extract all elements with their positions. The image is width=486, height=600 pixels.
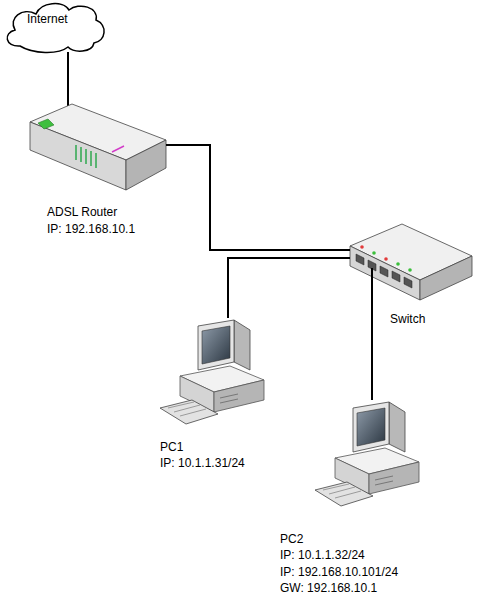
switch-port bbox=[356, 254, 364, 265]
node-label: PC1 bbox=[160, 440, 183, 454]
router-side bbox=[126, 140, 166, 190]
network-switch: Switch bbox=[350, 222, 472, 302]
network-cable bbox=[67, 52, 69, 104]
router-led bbox=[90, 151, 92, 166]
router-front bbox=[30, 122, 126, 190]
switch-side bbox=[420, 256, 472, 300]
switch-port bbox=[392, 271, 400, 282]
switch-front bbox=[350, 246, 420, 300]
node-label: IP: 192.168.10.101/24 bbox=[280, 565, 398, 579]
internet-cloud-shape bbox=[7, 4, 104, 53]
network-cable bbox=[228, 258, 350, 318]
node-label: GW: 192.168.10.1 bbox=[280, 581, 377, 595]
node-label: Internet bbox=[27, 12, 68, 26]
router-stripe bbox=[112, 146, 124, 152]
router-led bbox=[95, 153, 97, 168]
node-label: Switch bbox=[390, 312, 425, 326]
node-label: IP: 192.168.10.1 bbox=[47, 222, 135, 236]
switch-port bbox=[380, 266, 388, 277]
switch-led bbox=[372, 251, 376, 255]
router-led bbox=[85, 149, 87, 164]
switch-led bbox=[384, 257, 388, 261]
node-label: IP: 10.1.1.31/24 bbox=[160, 456, 245, 470]
pc-workstation: PC2IP: 10.1.1.32/24IP: 192.168.10.101/24… bbox=[315, 400, 420, 507]
router-panel bbox=[38, 119, 54, 129]
node-label: IP: 10.1.1.32/24 bbox=[280, 548, 365, 562]
switch-led bbox=[360, 245, 364, 249]
adsl-router: ADSL RouterIP: 192.168.10.1 bbox=[30, 104, 166, 192]
node-label: PC2 bbox=[280, 532, 303, 546]
router-led bbox=[75, 145, 77, 160]
pc-workstation: PC1IP: 10.1.1.31/24 bbox=[160, 318, 265, 425]
switch-led bbox=[396, 262, 400, 266]
switch-cable-stub bbox=[371, 268, 373, 302]
router-led bbox=[80, 147, 82, 162]
node-label: ADSL Router bbox=[47, 205, 117, 219]
internet-cloud: Internet bbox=[5, 2, 109, 52]
switch-port bbox=[404, 277, 412, 288]
pc-icon bbox=[160, 320, 264, 424]
network-cable bbox=[166, 145, 350, 250]
network-cable bbox=[371, 302, 373, 400]
pc-icon bbox=[315, 402, 419, 506]
switch-led bbox=[408, 268, 412, 272]
